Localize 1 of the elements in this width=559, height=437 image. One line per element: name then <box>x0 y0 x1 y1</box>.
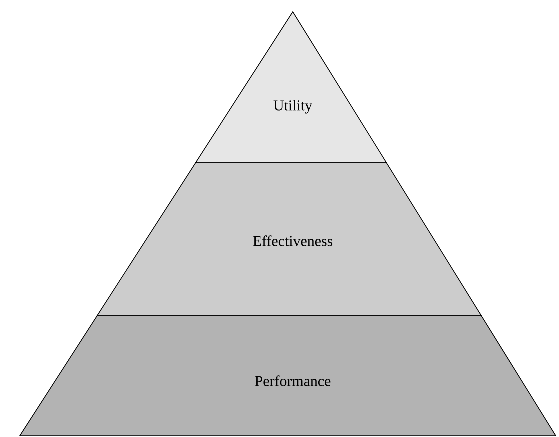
pyramid-tier: Effectiveness <box>96 162 482 316</box>
